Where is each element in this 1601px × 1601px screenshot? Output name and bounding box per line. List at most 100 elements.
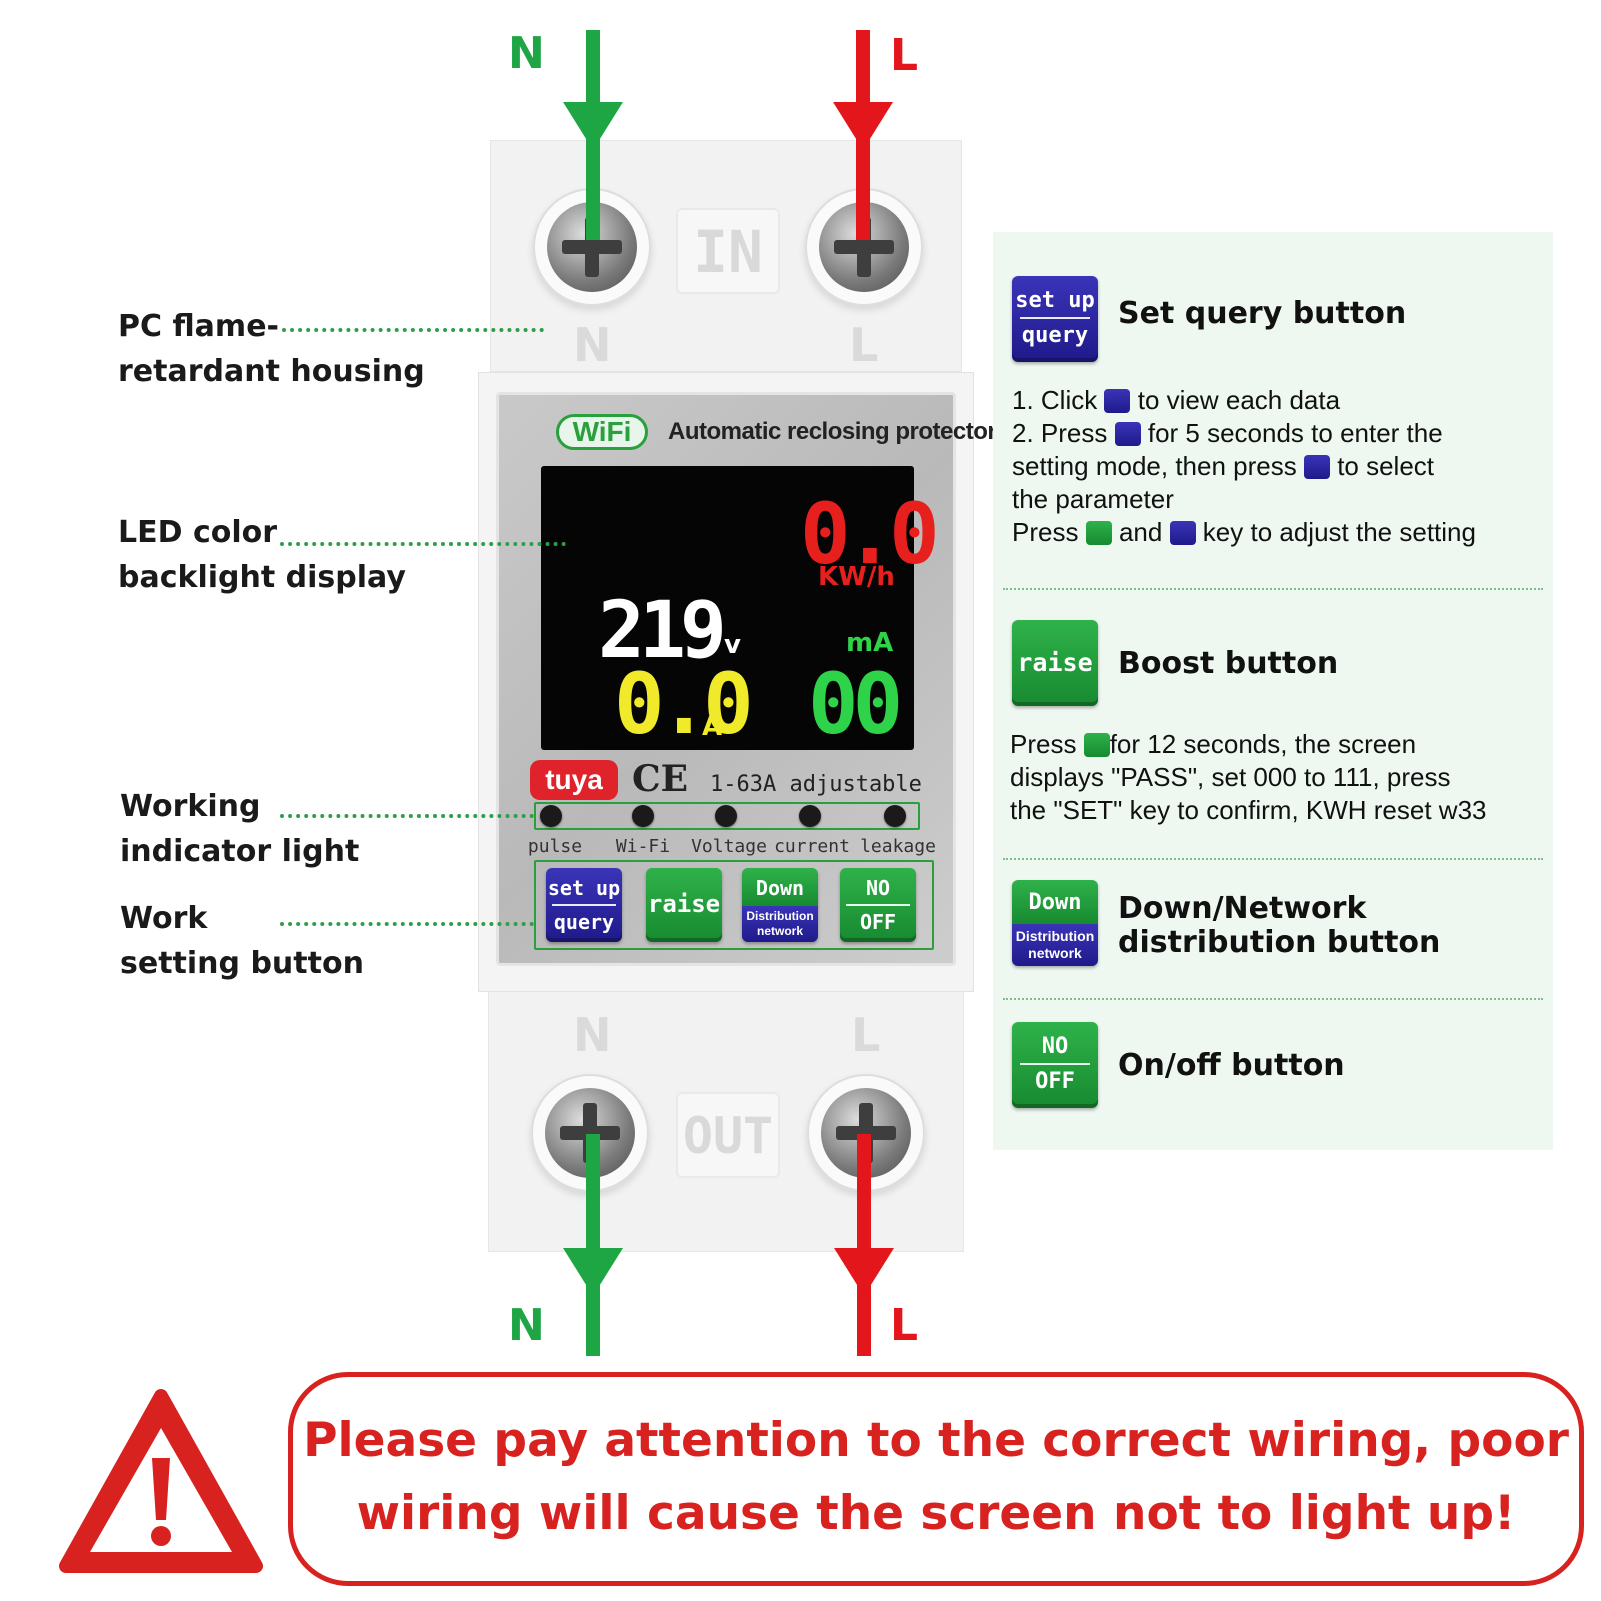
indicator-label-voltage: Voltage	[691, 836, 767, 857]
indicator-bar	[534, 802, 920, 830]
boost-instructions: Press for 12 seconds, the screen display…	[1010, 728, 1555, 827]
on-off-button[interactable]: NO OFF	[840, 868, 916, 942]
neutral-wire-bottom	[586, 1134, 600, 1356]
rating-label: 1-63A adjustable	[710, 772, 922, 797]
key-divider	[1020, 1063, 1090, 1065]
leakage-reading: 00	[808, 655, 903, 753]
boost-line-3: the "SET" key to confirm, KWH reset w33	[1010, 795, 1487, 825]
down-label: Down	[755, 876, 805, 900]
top-l-embossed: L	[849, 318, 879, 372]
down-network-button[interactable]: Down Distribution network	[742, 868, 818, 942]
setup-line-3b: to select	[1337, 451, 1435, 481]
callout-housing-line1: PC flame-	[118, 309, 279, 344]
bottom-l-embossed: L	[851, 1008, 881, 1062]
key-divider	[1020, 317, 1090, 319]
raise-mini-icon	[1085, 521, 1112, 545]
down-title-line2: distribution button	[1118, 925, 1441, 960]
indicator-led-pulse	[540, 805, 562, 827]
info-separator-3	[1003, 998, 1543, 1000]
info-down-label: Down	[1028, 890, 1082, 915]
setup-line-4: the parameter	[1012, 484, 1174, 514]
raise-button[interactable]: raise	[646, 868, 722, 942]
warning-box	[288, 1372, 1584, 1586]
setup-line-5: Press and key to adjust the setting	[1012, 516, 1552, 549]
callout-indicator-leader	[280, 814, 534, 818]
info-onoff-icon: NO OFF	[1012, 1022, 1098, 1108]
callout-work-leader	[280, 922, 534, 926]
down-bottom-half: Distribution network	[742, 906, 818, 942]
setup-line-2b: for 5 seconds to enter the	[1147, 418, 1443, 448]
info-separator-2	[1003, 858, 1543, 860]
voltage-reading: 219	[598, 586, 727, 676]
callout-housing: PC flame- retardant housing	[118, 304, 425, 394]
callout-work-line2: setting button	[120, 946, 364, 981]
energy-reading: 0.0	[800, 485, 940, 583]
setup-mini-icon	[1114, 422, 1141, 446]
callout-indicator-line1: Working	[120, 789, 261, 824]
wire-label-bottom-l: L	[890, 1300, 919, 1351]
indicator-led-voltage	[715, 805, 737, 827]
info-setup-bottom: query	[1021, 323, 1089, 348]
device-title: Automatic reclosing protector	[668, 418, 997, 445]
lcd-display	[541, 466, 914, 750]
key-divider	[846, 904, 910, 906]
info-setup-icon: set up query	[1012, 276, 1098, 362]
warning-line-1: Please pay attention to the correct wiri…	[303, 1413, 1569, 1468]
indicator-label-current: current	[774, 836, 850, 857]
leakage-unit: mA	[846, 628, 894, 658]
info-setup-top: set up	[1015, 288, 1095, 313]
bottom-n-embossed: N	[573, 1008, 612, 1062]
boost-line-1: Press for 12 seconds, the screen	[1010, 728, 1555, 761]
info-network-label: network	[1028, 945, 1082, 961]
indicator-label-leakage: leakage	[860, 836, 936, 857]
setup-line-3a: setting mode, then press	[1012, 451, 1297, 481]
setup-line-1: 1. Click to view each data	[1012, 384, 1552, 417]
setup-line-2: 2. Press for 5 seconds to enter the	[1012, 417, 1552, 450]
setup-line-1a: 1. Click	[1012, 385, 1098, 415]
tuya-logo: tuya	[530, 760, 618, 800]
indicator-led-wifi	[632, 805, 654, 827]
info-raise-icon: raise	[1012, 620, 1098, 706]
callout-indicator: Working indicator light	[120, 784, 359, 874]
info-down-top: Down	[1012, 880, 1098, 924]
boost-title: Boost button	[1118, 646, 1339, 681]
callout-housing-line2: retardant housing	[118, 354, 425, 389]
setup-line-3: setting mode, then press to select	[1012, 450, 1552, 483]
boost-line-1b: for 12 seconds, the screen	[1109, 729, 1417, 759]
energy-unit: KW/h	[818, 562, 895, 592]
off-label: OFF	[859, 910, 897, 934]
callout-display-leader	[280, 542, 566, 546]
info-down-bottom: Distribution network	[1012, 924, 1098, 966]
setup-line-2a: 2. Press	[1012, 418, 1108, 448]
down-top-half: Down	[742, 868, 818, 906]
button-bar	[534, 860, 934, 950]
down-mini-icon	[1169, 521, 1196, 545]
neutral-arrow-bottom-icon	[563, 1248, 623, 1296]
down-title-line1: Down/Network	[1118, 891, 1367, 926]
raise-label: raise	[647, 890, 721, 918]
out-label: OUT	[676, 1092, 780, 1178]
boost-line-1a: Press	[1010, 729, 1077, 759]
setup-mini-icon	[1104, 389, 1131, 413]
raise-mini-icon	[1083, 733, 1110, 757]
info-no-label: NO	[1041, 1034, 1069, 1059]
wire-label-top-n: N	[508, 28, 545, 79]
distribution-label: Distribution	[746, 909, 814, 923]
indicator-label-pulse: pulse	[527, 836, 583, 857]
setup-line-1b: to view each data	[1137, 385, 1341, 415]
wire-label-top-l: L	[890, 30, 919, 81]
query-label: query	[553, 910, 615, 934]
info-off-label: OFF	[1035, 1069, 1075, 1094]
onoff-title: On/off button	[1118, 1048, 1345, 1083]
live-arrow-top-icon	[833, 102, 893, 150]
callout-display-line1: LED color	[118, 515, 278, 550]
setup-query-button[interactable]: set up query	[546, 868, 622, 942]
current-reading: 0.0	[614, 655, 754, 753]
setup-mini-icon	[1303, 455, 1330, 479]
voltage-unit: v	[724, 630, 741, 660]
no-label: NO	[865, 876, 891, 900]
callout-display-line2: backlight display	[118, 560, 406, 595]
neutral-arrow-top-icon	[563, 102, 623, 150]
indicator-led-current	[799, 805, 821, 827]
